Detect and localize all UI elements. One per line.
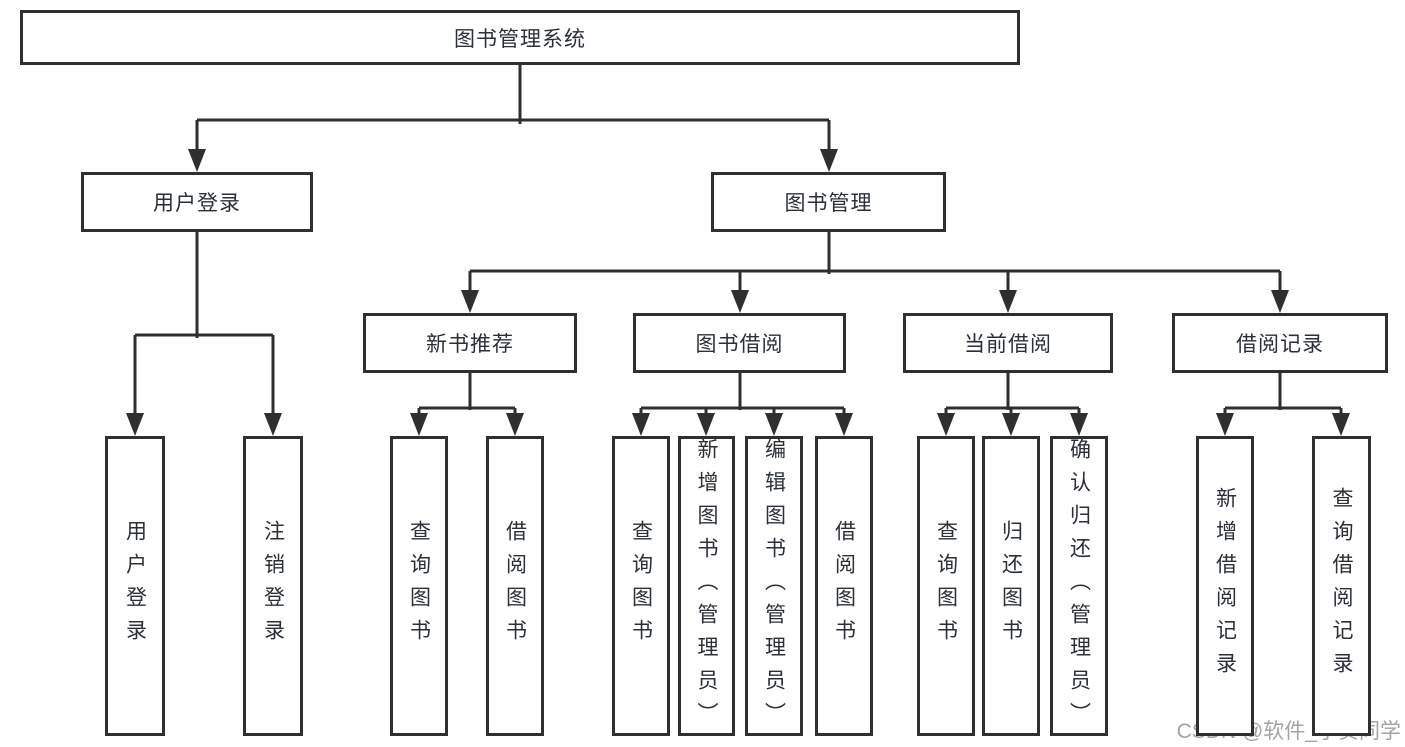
node-leaf-logout: 注销登录 (243, 436, 303, 736)
node-new-book-rec: 新书推荐 (363, 313, 577, 373)
connector-book-borrow-to-children (632, 373, 853, 436)
node-borrow-records: 借阅记录 (1172, 313, 1388, 373)
node-book-borrow: 图书借阅 (633, 313, 846, 373)
node-leaf-edit-book-admin: 编辑图书（管理员） (745, 436, 803, 736)
node-new-book-rec-label: 新书推荐 (426, 333, 514, 356)
node-leaf-user-login: 用户登录 (105, 436, 165, 736)
node-leaf-query-borrow-record: 查询借阅记录 (1312, 436, 1371, 736)
node-leaf-query-book-rec: 查询图书 (390, 436, 448, 736)
connector-borrow-records-to-children (1216, 373, 1350, 436)
node-root-label: 图书管理系统 (454, 27, 586, 51)
node-leaf-add-book-admin: 新增图书（管理员） (678, 436, 735, 736)
node-user-login-label: 用户登录 (153, 192, 241, 215)
node-user-login: 用户登录 (81, 172, 313, 232)
node-root: 图书管理系统 (20, 10, 1020, 65)
node-book-mgmt: 图书管理 (711, 172, 946, 232)
node-leaf-query-book-current: 查询图书 (917, 436, 975, 736)
connector-current-borrow-to-children (937, 373, 1088, 436)
node-leaf-add-borrow-record: 新增借阅记录 (1196, 436, 1254, 736)
node-leaf-query-book-borrow: 查询图书 (612, 436, 670, 736)
node-current-borrow-label: 当前借阅 (964, 333, 1052, 356)
connector-book-mgmt-to-level3 (461, 232, 1289, 313)
node-leaf-confirm-return-admin: 确认归还（管理员） (1050, 436, 1108, 736)
node-borrow-records-label: 借阅记录 (1236, 333, 1324, 356)
node-book-mgmt-label: 图书管理 (784, 192, 873, 215)
node-book-borrow-label: 图书借阅 (695, 333, 784, 356)
node-leaf-borrow-book-rec: 借阅图书 (486, 436, 544, 736)
connector-root-to-level2 (188, 65, 838, 172)
node-leaf-borrow-book-borrow: 借阅图书 (815, 436, 873, 736)
connector-user-login-to-children (126, 232, 282, 436)
node-current-borrow: 当前借阅 (903, 313, 1113, 373)
connector-new-book-rec-to-children (410, 373, 524, 436)
node-leaf-return-book: 归还图书 (982, 436, 1040, 736)
